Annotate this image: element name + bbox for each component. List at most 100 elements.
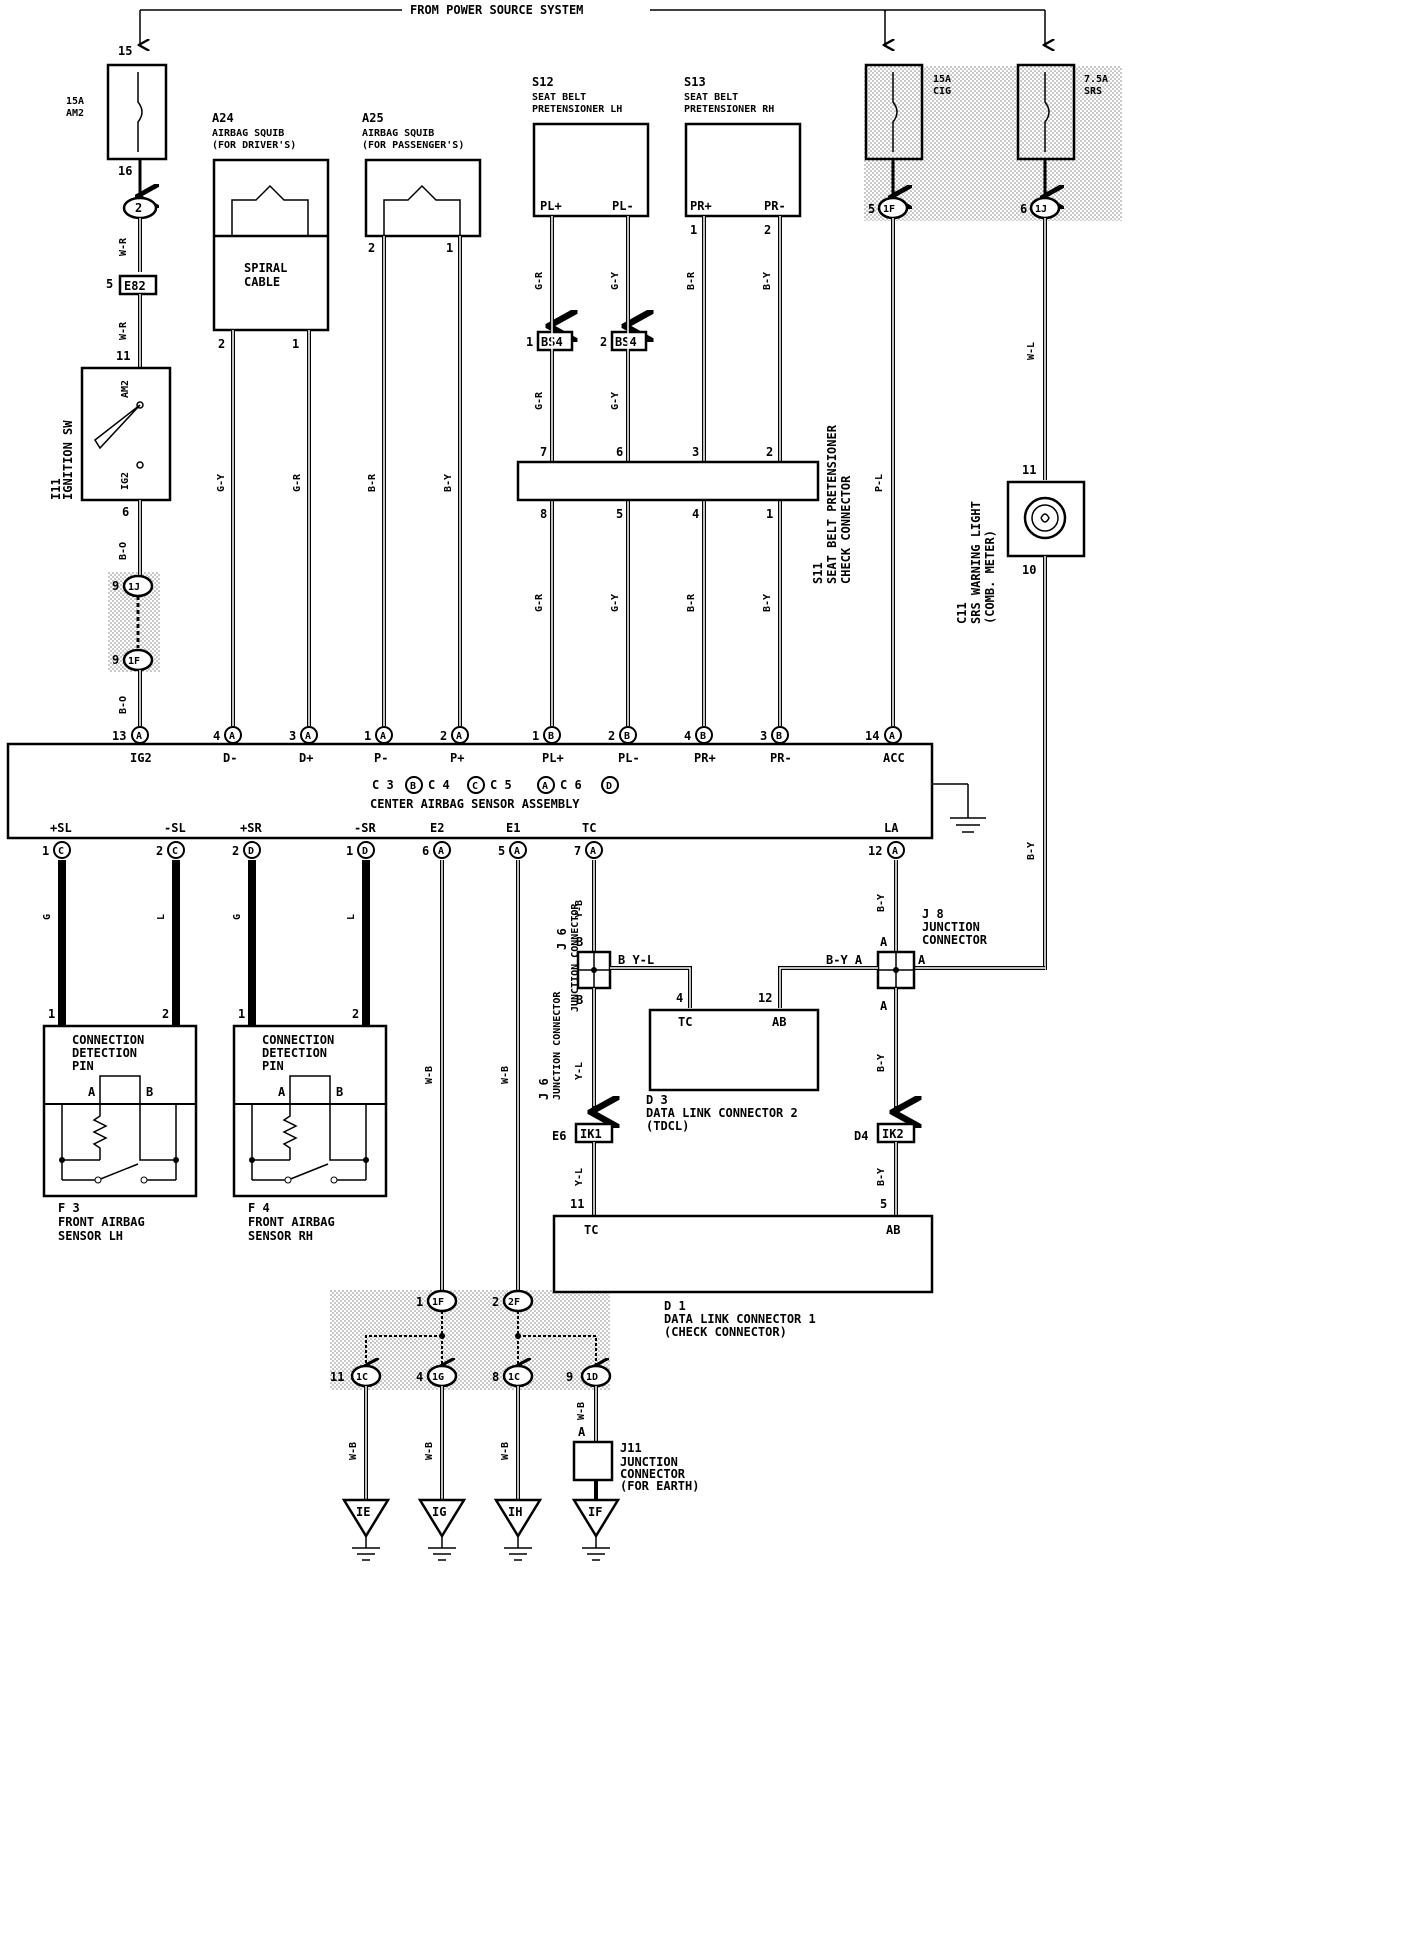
svg-text:IG: IG [432, 1505, 446, 1519]
power-source-label: FROM POWER SOURCE SYSTEM [410, 3, 583, 17]
pin-number: 2 [608, 729, 615, 743]
pin-label: IG2 [130, 751, 152, 765]
svg-text:PR+: PR+ [690, 199, 712, 213]
pin-number: 13 [112, 729, 126, 743]
ig2-column-wiring: B-O 9 1J 9 1F B-O [112, 500, 154, 726]
data-link-connector-2: TC AB D 3 DATA LINK CONNECTOR 2 (TDCL) [646, 1008, 820, 1133]
data-link-connector-1: TC AB D 1 DATA LINK CONNECTOR 1 (CHECK C… [552, 1214, 934, 1339]
svg-text:2: 2 [218, 337, 225, 351]
svg-text:G-Y: G-Y [610, 392, 621, 410]
svg-text:JUNCTION CONNECTOR: JUNCTION CONNECTOR [570, 903, 581, 1012]
svg-text:G-R: G-R [534, 271, 545, 290]
pin-label: PL- [618, 751, 640, 765]
svg-text:B-R: B-R [686, 271, 697, 290]
center-sensor-name: CENTER AIRBAG SENSOR ASSEMBLY [370, 797, 580, 811]
pin-label: P- [374, 751, 388, 765]
svg-text:B-Y: B-Y [1026, 842, 1037, 860]
svg-text:A25: A25 [362, 111, 384, 125]
svg-text:AB: AB [772, 1015, 786, 1029]
svg-text:W-B: W-B [424, 1066, 435, 1084]
svg-text:B-Y: B-Y [876, 894, 887, 912]
svg-text:I11: I11 [49, 478, 63, 500]
svg-text:B: B [336, 1085, 343, 1099]
svg-text:10: 10 [1022, 563, 1036, 577]
center-top-pin: A2P+ [440, 726, 469, 765]
tc-wiring: Y-B J 6 JUNCTION CONNECTOR B B B Y-L 4 J… [537, 860, 692, 1216]
svg-text:8: 8 [492, 1370, 499, 1384]
svg-text:2: 2 [492, 1295, 499, 1309]
svg-text:15: 15 [118, 44, 132, 58]
svg-text:1C: 1C [508, 1372, 520, 1383]
svg-text:G-Y: G-Y [216, 474, 227, 492]
svg-text:JUNCTION CONNECTOR: JUNCTION CONNECTOR [552, 991, 563, 1100]
svg-text:12: 12 [758, 991, 772, 1005]
svg-text:B-O: B-O [118, 542, 129, 560]
svg-text:G-R: G-R [292, 473, 303, 492]
svg-text:J 8: J 8 [922, 907, 944, 921]
seat-belt-pretensioner-lh: S12 SEAT BELT PRETENSIONER LH PL+ PL- [532, 75, 650, 218]
svg-text:AB: AB [886, 1223, 900, 1237]
svg-text:2: 2 [162, 1007, 169, 1021]
pin-label: PR- [770, 751, 792, 765]
pin-number: 2 [156, 844, 163, 858]
svg-text:1D: 1D [586, 1372, 598, 1383]
svg-text:E6: E6 [552, 1129, 566, 1143]
pin-number: 2 [440, 729, 447, 743]
svg-text:(FOR PASSENGER'S): (FOR PASSENGER'S) [362, 140, 464, 151]
pin-label: D- [223, 751, 237, 765]
svg-text:PIN: PIN [72, 1059, 94, 1073]
svg-text:Y-L: Y-L [574, 1062, 585, 1080]
pin-number: 3 [760, 729, 767, 743]
svg-text:J 6: J 6 [537, 1078, 551, 1100]
la-wiring: B-Y J 8 JUNCTION CONNECTOR A A A B-Y A 1… [758, 860, 988, 1216]
pin-connector: A [305, 731, 311, 742]
pin-number: 2 [232, 844, 239, 858]
svg-text:5: 5 [868, 202, 875, 216]
pin-connector: A [892, 846, 898, 857]
svg-text:S11: S11 [811, 562, 825, 584]
svg-text:G-Y: G-Y [610, 272, 621, 290]
svg-text:1F: 1F [883, 204, 895, 215]
svg-text:F 3: F 3 [58, 1201, 80, 1215]
svg-text:D 1: D 1 [664, 1299, 686, 1313]
power-source-line: FROM POWER SOURCE SYSTEM [140, 3, 1045, 45]
svg-text:(COMB. METER): (COMB. METER) [983, 530, 997, 624]
svg-text:15A: 15A [66, 96, 84, 107]
pin-connector: B [700, 731, 706, 742]
svg-text:AIRBAG SQUIB: AIRBAG SQUIB [362, 128, 434, 139]
svg-text:CONNECTION: CONNECTION [262, 1033, 334, 1047]
svg-text:AM2: AM2 [120, 380, 131, 398]
svg-text:6: 6 [616, 445, 623, 459]
svg-text:A: A [918, 953, 926, 967]
pin-number: 6 [422, 844, 429, 858]
svg-text:SEAT BELT: SEAT BELT [532, 92, 586, 103]
acc-wiring: 1F P-L [874, 159, 907, 726]
svg-text:AIRBAG SQUIB: AIRBAG SQUIB [212, 128, 284, 139]
svg-text:Y-L: Y-L [574, 1168, 585, 1186]
svg-text:SEAT BELT: SEAT BELT [684, 92, 738, 103]
front-airbag-sensor-rh: CONNECTION DETECTION PIN A B F 4 FRONT A… [232, 1024, 388, 1243]
svg-text:A24: A24 [212, 111, 234, 125]
svg-text:4: 4 [676, 991, 683, 1005]
svg-text:B: B [576, 935, 583, 949]
front-airbag-sensor-lh: CONNECTION DETECTION PIN A B F 3 FRONT A… [42, 1024, 198, 1243]
ground-ih: IH [493, 1498, 543, 1561]
pin-number: 1 [532, 729, 539, 743]
svg-text:7: 7 [540, 445, 547, 459]
svg-text:CONNECTOR: CONNECTOR [922, 933, 988, 947]
svg-text:11: 11 [570, 1197, 584, 1211]
ground-if: IF [571, 1498, 621, 1561]
pin-label: -SL [164, 821, 186, 835]
svg-text:SEAT BELT PRETENSIONER: SEAT BELT PRETENSIONER [825, 424, 839, 584]
pin-label: +SL [50, 821, 72, 835]
pin-number: 1 [346, 844, 353, 858]
svg-text:G-R: G-R [534, 391, 545, 410]
svg-text:A: A [880, 935, 888, 949]
